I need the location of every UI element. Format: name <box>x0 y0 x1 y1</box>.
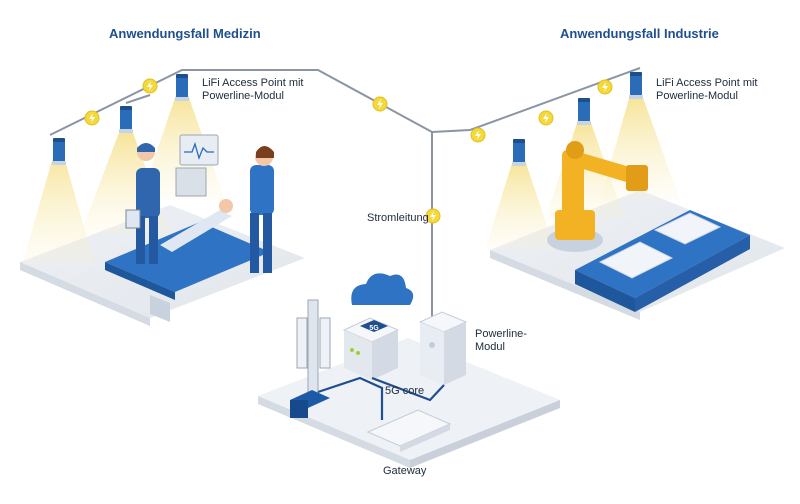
label-gateway: Gateway <box>383 465 427 477</box>
antenna-icon <box>290 299 331 418</box>
title-medicine: Anwendungsfall Medizin <box>109 26 261 41</box>
label-lifi-right-line1: LiFi Access Point mit <box>656 77 758 89</box>
title-industry: Anwendungsfall Industrie <box>560 26 719 41</box>
medical-scene <box>105 134 274 322</box>
label-powerline-module-line2: Modul <box>475 341 505 353</box>
cloud-icon <box>351 273 414 305</box>
powerline-module-icon <box>418 311 468 385</box>
server-badge-label: 5G <box>369 325 379 332</box>
label-lifi-right-line2: Powerline-Modul <box>656 90 738 102</box>
conveyor-belt <box>575 210 750 312</box>
label-powerline-module-line1: Powerline- <box>475 328 527 340</box>
network-links <box>317 376 445 420</box>
label-lifi-left-line2: Powerline-Modul <box>202 90 284 102</box>
robot-arm-icon <box>547 141 648 252</box>
power-cable <box>49 67 641 318</box>
gateway-icon <box>366 409 452 452</box>
label-lifi-right: LiFi Access Point mit Powerline-Modul <box>656 77 757 103</box>
label-powerline-module: Powerline- Modul <box>475 328 527 354</box>
label-power-line: Stromleitung <box>367 212 429 224</box>
label-lifi-left-line1: LiFi Access Point mit <box>202 77 304 89</box>
server-icon <box>342 317 400 380</box>
label-lifi-left: LiFi Access Point mit Powerline-Modul <box>202 77 303 103</box>
server-badge: 5G <box>369 325 379 332</box>
label-5g-core: 5G core <box>385 385 425 397</box>
